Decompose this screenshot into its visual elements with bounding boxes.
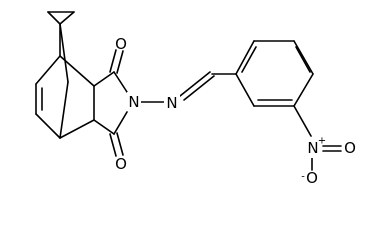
bond (59, 11, 75, 25)
imide-nitrogen-atom: N (128, 93, 139, 111)
bond (293, 105, 312, 137)
bond (116, 50, 124, 74)
oxygen-atom-top: O (115, 35, 127, 53)
bond (116, 132, 124, 156)
oxygen-atom-bottom: O (115, 155, 127, 173)
negative-charge: - (301, 172, 305, 183)
nitro-oxygen-atom-bottom: O (306, 169, 318, 187)
bond (59, 23, 69, 83)
bond (293, 40, 314, 75)
bond (241, 46, 257, 73)
bond (109, 133, 117, 157)
label-background (164, 93, 180, 111)
bond (113, 111, 128, 135)
label-background (305, 138, 321, 158)
bond (93, 119, 115, 135)
bond (59, 119, 95, 139)
bond (59, 55, 95, 87)
positive-charge: + (318, 136, 326, 147)
nitro-nitrogen-atom: N (307, 139, 318, 157)
atom-layer: O O N N N + O O - (115, 35, 356, 187)
bond-layer (35, 11, 342, 171)
label-background (127, 92, 141, 110)
nitro-oxygen-atom-right: O (344, 139, 356, 157)
molecule-structure: O O N N N + O O - (35, 11, 356, 187)
bond (35, 55, 61, 85)
bond (35, 113, 61, 139)
bond (93, 71, 115, 87)
bond (109, 49, 117, 73)
bond (293, 73, 314, 107)
bond (295, 46, 311, 73)
bond (235, 40, 255, 75)
bond (235, 73, 255, 107)
bond (59, 81, 69, 139)
bond (179, 71, 211, 97)
imine-nitrogen-atom: N (166, 94, 177, 112)
bond (113, 71, 128, 93)
bond (47, 11, 61, 25)
bond (183, 75, 215, 101)
